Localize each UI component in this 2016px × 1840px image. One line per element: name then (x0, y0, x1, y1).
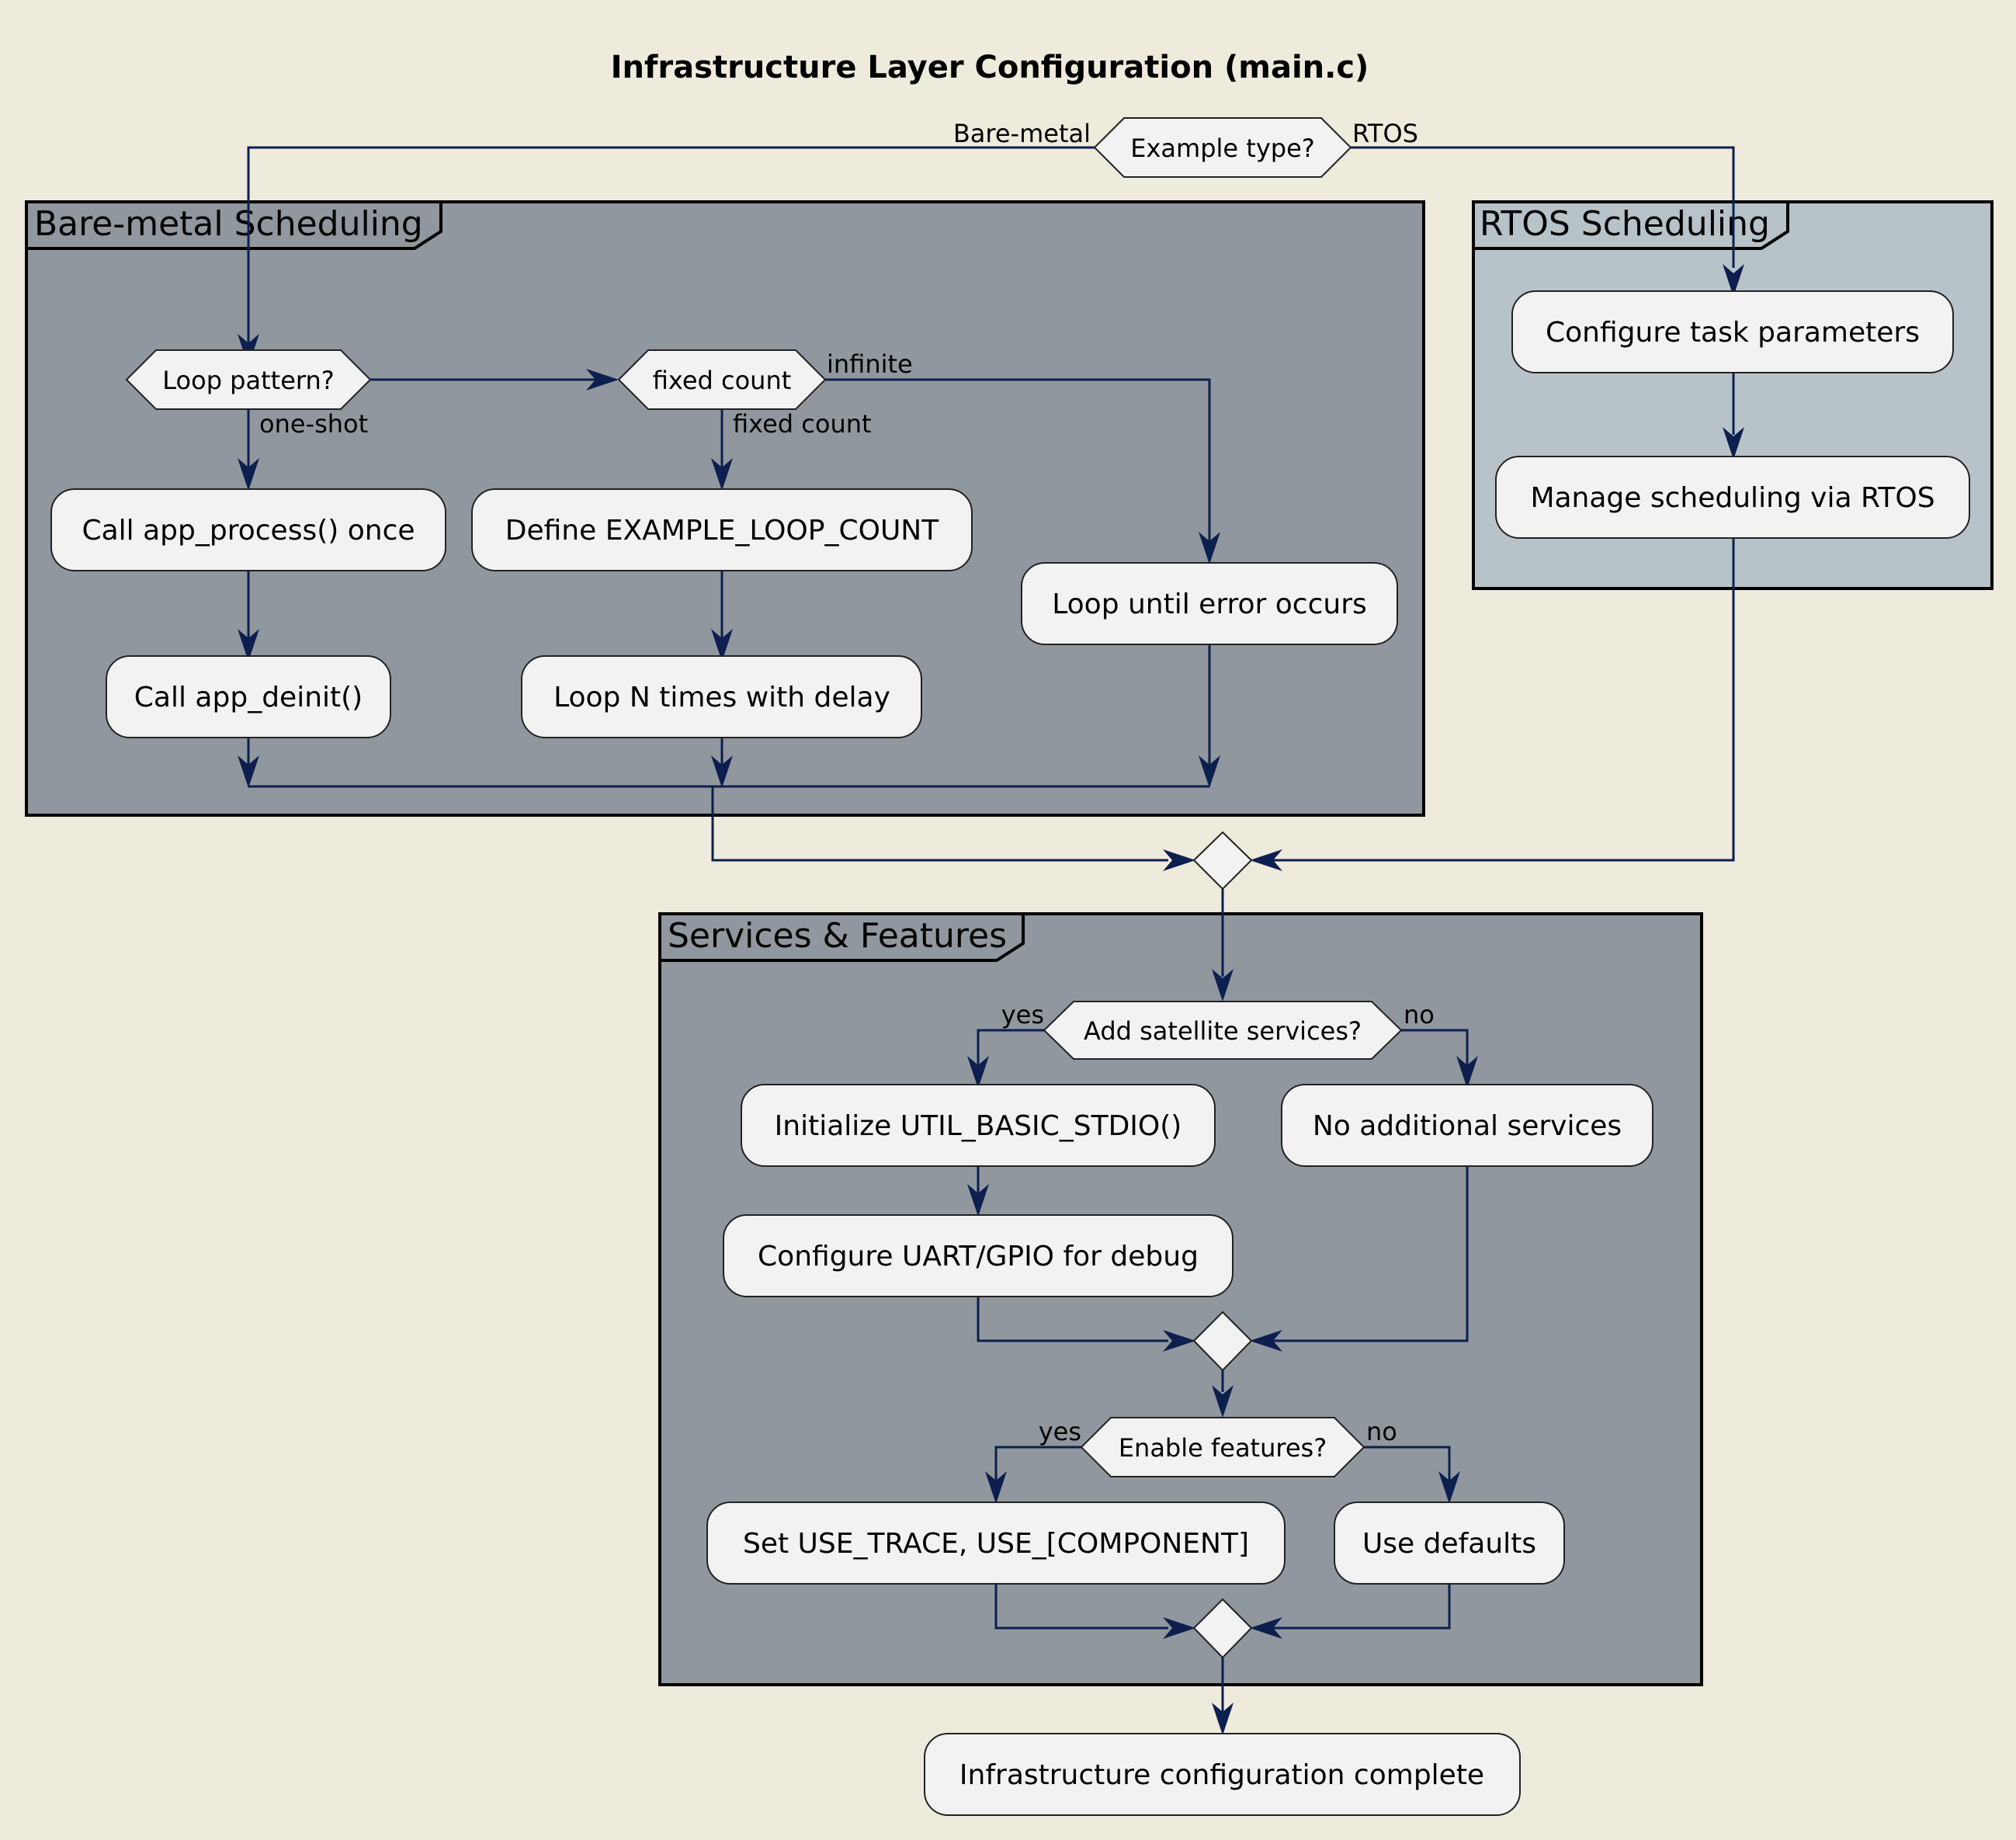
edge-bare-to-merge (711, 786, 1168, 862)
activity-loop-n-times: Loop N times with delay (521, 655, 922, 738)
edge-sat-no (1401, 1029, 1469, 1075)
edge-label-sat-yes: yes (1001, 1000, 1044, 1029)
arrowhead (1163, 1330, 1195, 1352)
decision-satellite-services: Add satellite services? (1043, 1001, 1403, 1060)
svg-text:Manage scheduling via RTOS: Manage scheduling via RTOS (1530, 482, 1934, 514)
svg-text:Infrastructure configuration c: Infrastructure configuration complete (959, 1759, 1484, 1791)
decision-example-type: Example type? (1093, 117, 1352, 178)
merge-diamond-services (1192, 1311, 1253, 1372)
arrowhead (1163, 849, 1195, 871)
arrowhead (238, 458, 259, 491)
edge-uart-to-merge (977, 1297, 1168, 1342)
edge-sat-yes (977, 1029, 1044, 1075)
edge-rtos-to-merge (1269, 538, 1735, 862)
decision-loop-pattern-label: Loop pattern? (162, 366, 334, 395)
svg-text:Define EXAMPLE_LOOP_COUNT: Define EXAMPLE_LOOP_COUNT (505, 515, 939, 547)
edge-label-infinite: infinite (827, 349, 913, 379)
arrowhead (1250, 1330, 1282, 1352)
arrowhead (1199, 532, 1220, 564)
svg-text:Call app_process() once: Call app_process() once (82, 515, 415, 547)
merge-diamond-scheduling (1192, 831, 1253, 890)
edge-label-feat-yes: yes (1039, 1417, 1081, 1446)
arrowhead (711, 458, 733, 491)
activity-call-deinit: Call app_deinit() (106, 655, 391, 738)
arrowhead (711, 755, 733, 788)
decision-satellite-label: Add satellite services? (1084, 1016, 1362, 1046)
svg-text:Use defaults: Use defaults (1362, 1528, 1536, 1560)
arrowhead (1456, 1056, 1478, 1088)
edge-rtos (1351, 146, 1735, 268)
arrowhead (967, 1184, 989, 1217)
decision-enable-features: Enable features? (1080, 1417, 1365, 1477)
arrowhead (586, 369, 619, 391)
decision-fixed-count: fixed count (617, 349, 827, 410)
frame-title-services: Services & Features (668, 916, 1007, 956)
edge-label-rtos: RTOS (1352, 119, 1418, 148)
arrowhead (711, 629, 733, 661)
activity-configure-uart: Configure UART/GPIO for debug (723, 1214, 1234, 1297)
edge-label-one-shot: one-shot (259, 409, 368, 439)
frame-title-bare-metal: Bare-metal Scheduling (34, 204, 423, 244)
decision-loop-pattern: Loop pattern? (125, 349, 372, 410)
svg-text:No additional services: No additional services (1313, 1110, 1622, 1142)
activity-call-once: Call app_process() once (50, 488, 446, 571)
edge-feat-yes (994, 1446, 1081, 1495)
arrowhead (1723, 427, 1744, 460)
arrowhead (1438, 1471, 1460, 1504)
arrowhead (238, 629, 259, 661)
diagram-title: Infrastructure Layer Configuration (main… (611, 50, 1369, 85)
decision-example-type-label: Example type? (1130, 134, 1314, 163)
activity-use-defaults: Use defaults (1334, 1502, 1565, 1585)
arrowheads (238, 264, 1744, 1735)
edge-trace-to-merge (994, 1584, 1168, 1630)
arrowhead (1212, 969, 1234, 1002)
arrowhead (238, 755, 259, 788)
arrowhead (1163, 1617, 1195, 1639)
arrowhead (985, 1471, 1007, 1504)
decision-features-label: Enable features? (1119, 1433, 1327, 1463)
svg-text:Loop N times with delay: Loop N times with delay (553, 682, 890, 713)
activity-loop-until-error: Loop until error occurs (1021, 562, 1398, 645)
activity-manage-scheduling: Manage scheduling via RTOS (1495, 456, 1970, 539)
activity-set-trace: Set USE_TRACE, USE_[COMPONENT] (706, 1502, 1286, 1585)
activity-define-loop-count: Define EXAMPLE_LOOP_COUNT (471, 488, 973, 571)
activity-init-stdio: Initialize UTIL_BASIC_STDIO() (741, 1084, 1216, 1167)
merge-diamond-features (1192, 1598, 1253, 1659)
decision-fixed-count-label: fixed count (653, 366, 792, 395)
arrowhead (1250, 849, 1282, 871)
arrowhead (1199, 755, 1220, 788)
arrowhead (1250, 1617, 1282, 1639)
arrowhead (1212, 1385, 1234, 1418)
edge-label-feat-no: no (1366, 1417, 1397, 1446)
svg-text:Configure UART/GPIO for debug: Configure UART/GPIO for debug (758, 1241, 1199, 1272)
edge-label-bare-metal: Bare-metal (953, 119, 1091, 148)
edge-noserv-to-merge (1269, 1166, 1469, 1342)
svg-text:Loop until error occurs: Loop until error occurs (1052, 588, 1367, 620)
activity-configure-task: Configure task parameters (1511, 290, 1954, 373)
arrowhead (967, 1056, 989, 1088)
edge-bare-metal (247, 146, 1095, 349)
edge-infinite (825, 378, 1211, 543)
edge-feat-no (1364, 1446, 1451, 1495)
frame-title-rtos: RTOS Scheduling (1480, 204, 1770, 244)
svg-text:Configure task parameters: Configure task parameters (1546, 317, 1920, 349)
svg-text:Call app_deinit(): Call app_deinit() (134, 682, 363, 713)
edge-label-sat-no: no (1404, 1000, 1435, 1029)
edge-defaults-to-merge (1269, 1584, 1451, 1630)
activity-no-services: No additional services (1281, 1084, 1653, 1167)
svg-text:Set USE_TRACE, USE_[COMPONENT]: Set USE_TRACE, USE_[COMPONENT] (743, 1528, 1249, 1560)
activity-configuration-complete: Infrastructure configuration complete (924, 1733, 1521, 1816)
arrowhead (1212, 1703, 1234, 1735)
svg-text:Initialize UTIL_BASIC_STDIO(): Initialize UTIL_BASIC_STDIO() (775, 1110, 1182, 1142)
edge-label-fixed-count: fixed count (733, 409, 872, 439)
arrowhead (1723, 264, 1744, 297)
